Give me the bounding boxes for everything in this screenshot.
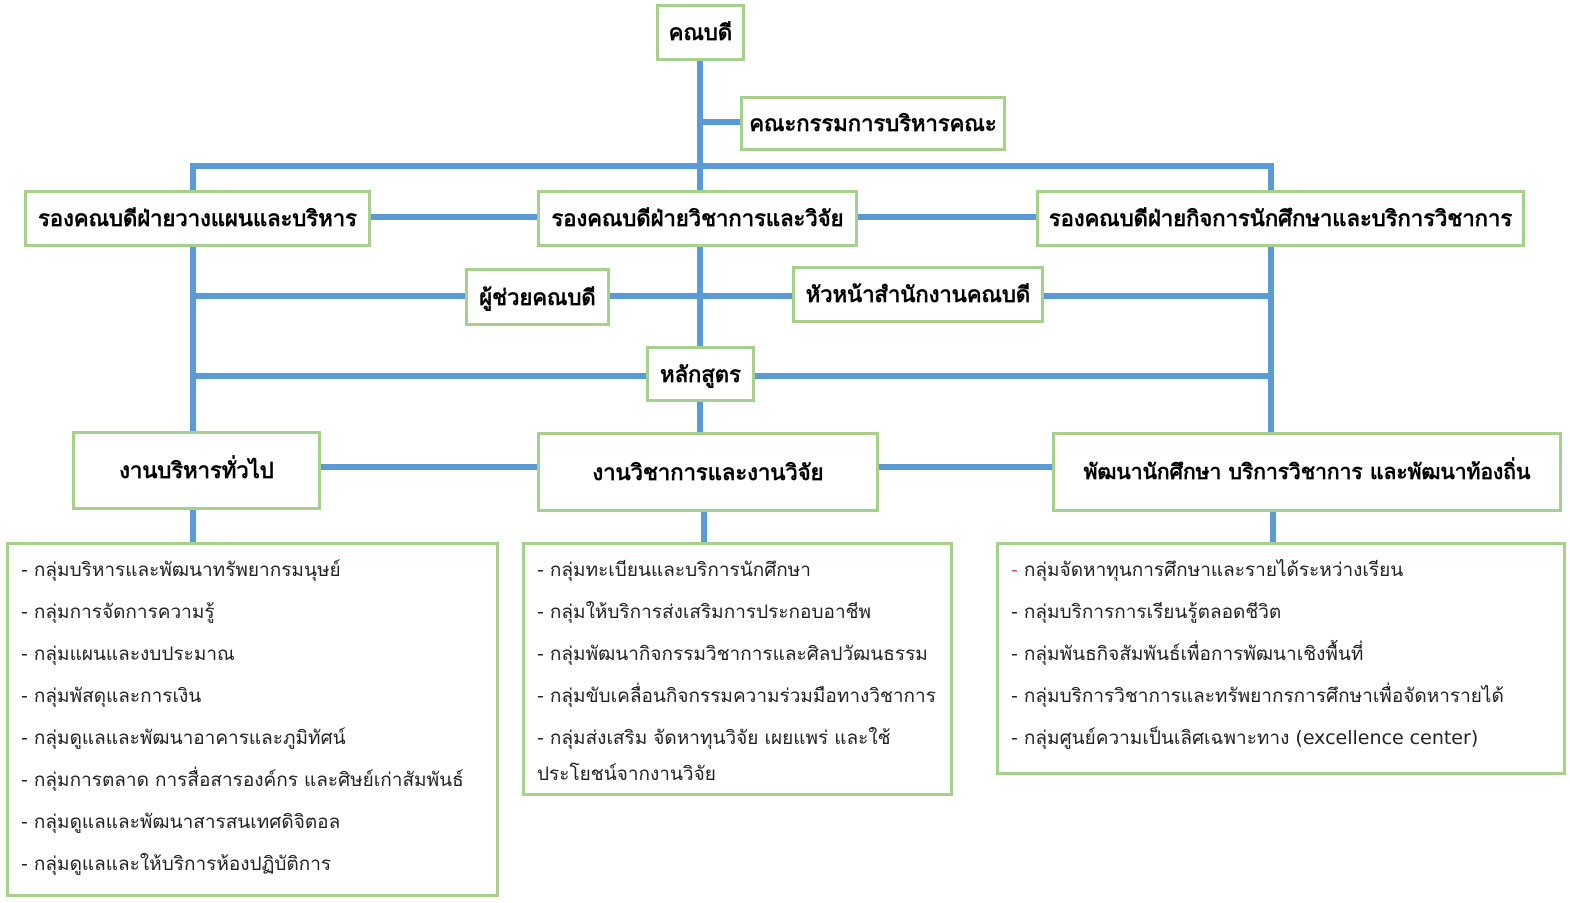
list-item: - กลุ่มให้บริการส่งเสริมการประกอบอาชีพ: [537, 601, 872, 623]
list-item: - กลุ่มขับเคลื่อนกิจกรรมความร่วมมือทางวิ…: [537, 685, 936, 707]
red-dash: -: [1011, 559, 1018, 581]
list-item: - กลุ่มบริหารและพัฒนาทรัพยากรมนุษย์: [21, 559, 341, 581]
assistant-dean-box: ผู้ช่วยคณบดี: [465, 268, 610, 326]
academic-dept-label: งานวิชาการและงานวิจัย: [592, 460, 824, 486]
committee-box: คณะกรรมการบริหารคณะ: [740, 96, 1006, 151]
list-item: - กลุ่มบริการวิชาการและทรัพยากรการศึกษาเ…: [1011, 685, 1504, 707]
list-item-text: กลุ่มจัดหาทุนการศึกษาและรายได้ระหว่างเรี…: [1017, 559, 1404, 581]
vp-student-label: รองคณบดีฝ่ายกิจการนักศึกษาและบริการวิชาก…: [1048, 207, 1513, 232]
vp-planning-label: รองคณบดีฝ่ายวางแผนและบริหาร: [38, 207, 357, 232]
list-item: - กลุ่มพัฒนากิจกรรมวิชาการและศิลปวัฒนธรร…: [537, 643, 928, 665]
list-item: - กลุ่มการจัดการความรู้: [21, 601, 215, 623]
list-item: - กลุ่มบริการการเรียนรู้ตลอดชีวิต: [1011, 601, 1282, 623]
student-dept-box: พัฒนานักศึกษา บริการวิชาการ และพัฒนาท้อง…: [1052, 432, 1562, 512]
academic-dept-box: งานวิชาการและงานวิจัย: [537, 432, 879, 512]
vp-student-box: รองคณบดีฝ่ายกิจการนักศึกษาและบริการวิชาก…: [1036, 190, 1525, 247]
curriculum-label: หลักสูตร: [660, 362, 741, 388]
admin-groups-list: - กลุ่มบริหารและพัฒนาทรัพยากรมนุษย์ - กล…: [6, 542, 499, 897]
office-head-label: หัวหน้าสำนักงานคณบดี: [805, 283, 1031, 308]
admin-dept-box: งานบริหารทั่วไป: [72, 431, 321, 510]
vp-planning-box: รองคณบดีฝ่ายวางแผนและบริหาร: [24, 190, 371, 247]
dean-box: คณบดี: [656, 4, 745, 61]
curriculum-box: หลักสูตร: [646, 346, 755, 402]
list-item: - กลุ่มพัสดุและการเงิน: [21, 685, 202, 707]
list-item: - กลุ่มศูนย์ความเป็นเลิศเฉพาะทาง (excell…: [1011, 727, 1479, 749]
dean-label: คณบดี: [668, 21, 733, 46]
list-item: - กลุ่มแผนและงบประมาณ: [21, 643, 235, 665]
list-item: - กลุ่มจัดหาทุนการศึกษาและรายได้ระหว่างเ…: [1011, 559, 1551, 581]
vp-academic-label: รองคณบดีฝ่ายวิชาการและวิจัย: [551, 207, 844, 232]
list-item: - กลุ่มดูแลและพัฒนาสารสนเทศดิจิตอล: [21, 811, 341, 833]
academic-groups-list: - กลุ่มทะเบียนและบริการนักศึกษา - กลุ่มใ…: [522, 542, 953, 796]
student-groups-list: - กลุ่มจัดหาทุนการศึกษาและรายได้ระหว่างเ…: [996, 542, 1566, 775]
list-item: - กลุ่มดูแลและให้บริการห้องปฏิบัติการ: [21, 853, 332, 875]
list-item: - กลุ่มดูแลและพัฒนาอาคารและภูมิทัศน์: [21, 727, 346, 749]
list-item: - กลุ่มการตลาด การสื่อสารองค์กร และศิษย์…: [21, 769, 464, 791]
assistant-dean-label: ผู้ช่วยคณบดี: [479, 285, 596, 311]
vp-academic-box: รองคณบดีฝ่ายวิชาการและวิจัย: [537, 190, 858, 247]
student-dept-label: พัฒนานักศึกษา บริการวิชาการ และพัฒนาท้อง…: [1083, 459, 1531, 484]
admin-dept-label: งานบริหารทั่วไป: [119, 459, 274, 484]
list-item: - กลุ่มพันธกิจสัมพันธ์เพื่อการพัฒนาเชิงพ…: [1011, 643, 1364, 665]
list-item: - กลุ่มส่งเสริม จัดหาทุนวิจัย เผยแพร่ แล…: [537, 727, 891, 785]
office-head-box: หัวหน้าสำนักงานคณบดี: [792, 266, 1044, 323]
list-item: - กลุ่มทะเบียนและบริการนักศึกษา: [537, 559, 811, 581]
committee-label: คณะกรรมการบริหารคณะ: [749, 112, 997, 137]
